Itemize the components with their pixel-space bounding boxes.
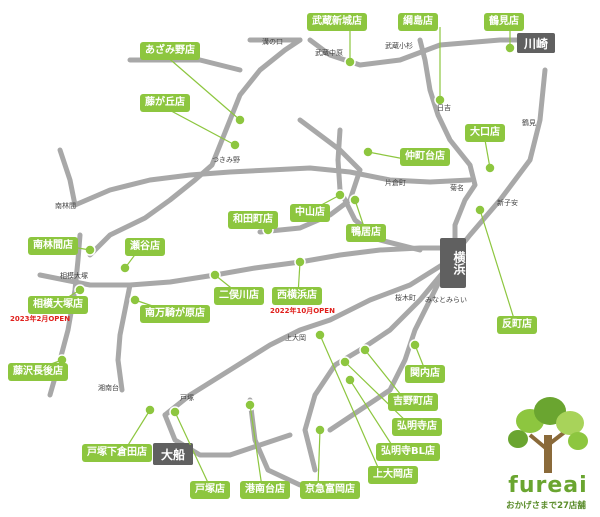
store-label-tammachi[interactable]: 反町店 bbox=[497, 316, 537, 334]
rail-lines bbox=[37, 37, 548, 488]
store-label-nakamachidai[interactable]: 仲町台店 bbox=[400, 148, 450, 166]
rail-line-sotetsu bbox=[37, 245, 453, 288]
station-label-kamiooka: 上大岡 bbox=[285, 333, 306, 342]
store-label-tsurumi[interactable]: 鶴見店 bbox=[484, 13, 524, 31]
hub-yokohama: 横浜 bbox=[440, 240, 466, 286]
rail-line-denentoshi bbox=[87, 37, 303, 258]
open-note-nishiyokohama: 2022年10月OPEN bbox=[270, 307, 335, 315]
station-label-yamato: 相模大塚 bbox=[60, 271, 88, 280]
station-label-musashinakahara: 武蔵中原 bbox=[315, 48, 343, 57]
rail-line-west-top bbox=[127, 57, 243, 73]
fureai-logo: fureai おかげさまで27店舗 bbox=[500, 395, 596, 513]
station-label-shonandai: 湘南台 bbox=[98, 383, 119, 392]
rail-line-yokohama bbox=[72, 165, 473, 208]
store-label-fujisawachogo[interactable]: 藤沢長後店 bbox=[8, 363, 68, 381]
station-label-musashikosugi: 武蔵小杉 bbox=[385, 41, 413, 50]
rail-line-keikyu bbox=[302, 245, 458, 473]
store-label-tsunashima[interactable]: 綱島店 bbox=[398, 13, 438, 31]
store-label-kamiooka[interactable]: 上大岡店 bbox=[368, 466, 418, 484]
logo-subtitle: おかげさまで27店舗 bbox=[506, 501, 586, 511]
hub-stations bbox=[153, 33, 555, 465]
open-note-sagamiotsuka: 2023年2月OPEN bbox=[10, 315, 71, 323]
store-label-nishiyokohama[interactable]: 西横浜店 bbox=[272, 287, 322, 305]
station-label-mizonokuchi: 溝の口 bbox=[262, 37, 283, 46]
station-label-totsuka: 戸塚 bbox=[180, 393, 194, 402]
store-label-sagamiotsuka[interactable]: 相模大塚店 bbox=[28, 296, 88, 314]
store-label-konandai[interactable]: 港南台店 bbox=[240, 481, 290, 499]
tree-icon bbox=[508, 397, 588, 473]
station-label-tsurumi: 鶴見 bbox=[522, 118, 536, 127]
rail-line-toyoko bbox=[417, 37, 478, 248]
store-label-gumyojibl[interactable]: 弘明寺BL店 bbox=[376, 443, 440, 461]
store-label-nakayama[interactable]: 中山店 bbox=[290, 204, 330, 222]
rail-line-negishi bbox=[327, 257, 453, 433]
rail-line-tokaido bbox=[162, 67, 548, 418]
station-label-chuorinkan: 南林間 bbox=[55, 201, 76, 210]
station-label-sakuragicho: 桜木町 bbox=[395, 293, 416, 302]
store-label-totsukashimokurata[interactable]: 戸塚下倉田店 bbox=[82, 444, 152, 462]
hub-ofuna: 大船 bbox=[153, 445, 193, 465]
station-label-shinyokohama: 片倉町 bbox=[385, 178, 406, 187]
store-label-totsuka[interactable]: 戸塚店 bbox=[190, 481, 230, 499]
rail-line-ofuna-loop bbox=[162, 412, 293, 458]
station-label-kikuna: 菊名 bbox=[450, 183, 464, 192]
store-label-keikyutomioka[interactable]: 京急富岡店 bbox=[300, 481, 360, 499]
hub-kawasaki: 川崎 bbox=[517, 35, 555, 53]
station-label-minatomirai: みなとみらい bbox=[425, 296, 467, 304]
store-label-seya[interactable]: 瀬谷店 bbox=[125, 238, 165, 256]
store-label-minamimakigahara[interactable]: 南万騎が原店 bbox=[140, 305, 210, 323]
store-label-oguchi[interactable]: 大口店 bbox=[465, 124, 505, 142]
store-label-kannai[interactable]: 関内店 bbox=[405, 365, 445, 383]
store-label-fujigaoka[interactable]: 藤が丘店 bbox=[140, 94, 190, 112]
rail-line-top-loop bbox=[307, 37, 548, 68]
station-label-nagatsuta: つきみ野 bbox=[212, 156, 240, 164]
rail-line-green bbox=[257, 117, 363, 235]
rail-line-sagami bbox=[57, 147, 78, 208]
station-names: 溝の口 武蔵中原 武蔵小杉 日吉 菊名 鶴見 新子安 みなとみらい 桜木町 上大… bbox=[55, 37, 536, 402]
logo-text: fureai bbox=[508, 473, 588, 498]
store-label-kamoi[interactable]: 鴨居店 bbox=[346, 224, 386, 242]
station-label-shinkoyasu: 新子安 bbox=[497, 198, 518, 207]
store-label-yoshinocho[interactable]: 吉野町店 bbox=[388, 393, 438, 411]
leader-lines bbox=[34, 27, 516, 488]
store-label-gumyoji[interactable]: 弘明寺店 bbox=[392, 418, 442, 436]
rail-line-izumino bbox=[115, 282, 133, 393]
store-label-musashishinjo[interactable]: 武蔵新城店 bbox=[307, 13, 367, 31]
store-label-minamirinkan[interactable]: 南林間店 bbox=[28, 237, 78, 255]
station-label-hiyoshi: 日吉 bbox=[437, 104, 451, 112]
store-label-futamatagawa[interactable]: 二俣川店 bbox=[214, 287, 264, 305]
store-label-azamino[interactable]: あざみ野店 bbox=[140, 42, 200, 60]
store-label-wadamachi[interactable]: 和田町店 bbox=[228, 211, 278, 229]
